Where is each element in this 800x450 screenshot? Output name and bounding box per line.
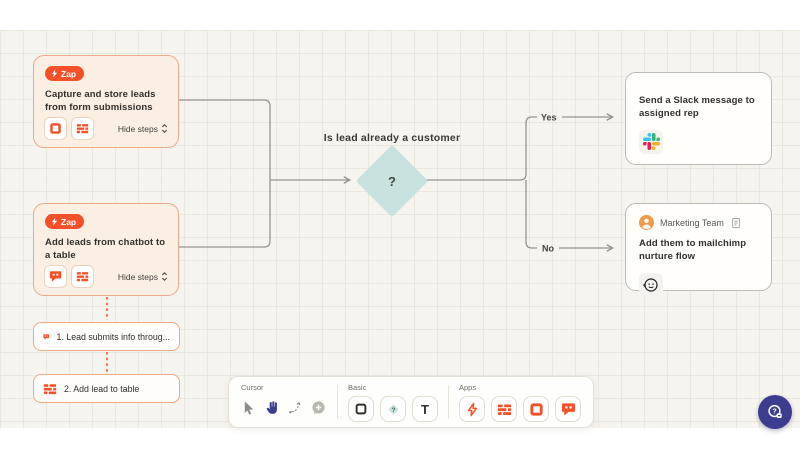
interfaces-icon[interactable]: [523, 396, 549, 422]
help-button-icon: ?: [768, 404, 782, 418]
tables-icon: [43, 383, 57, 394]
lightning-bolt-icon: [51, 69, 58, 78]
toolbar-group-apps: Apps: [459, 383, 581, 422]
card-title: Send a Slack message to assigned rep: [639, 95, 755, 120]
chevron-updown-icon: [161, 124, 168, 133]
zap-card-title: Add leads from chatbot to a table: [45, 237, 166, 261]
hide-steps-toggle[interactable]: Hide steps: [118, 123, 168, 134]
slack-icon: [639, 129, 663, 154]
mailchimp-action-card[interactable]: Marketing Team Add them to mailchimp nur…: [625, 203, 772, 297]
toolbar-divider: [337, 385, 338, 419]
tables-icon: [72, 118, 93, 139]
chevron-updown-icon: [161, 272, 168, 281]
interfaces-icon: [45, 118, 66, 139]
comment-plus-icon[interactable]: [310, 399, 327, 416]
person-avatar-icon: [639, 215, 654, 230]
select-cursor-icon[interactable]: [241, 399, 258, 416]
toolbar-group-label: Apps: [459, 383, 477, 392]
text-icon[interactable]: T: [412, 396, 438, 422]
decision-diamond-icon[interactable]: ?: [380, 396, 406, 422]
tables-icon: [72, 266, 93, 287]
lightning-bolt-icon: [51, 217, 58, 226]
toolbar-group-basic: Basic ? T: [348, 383, 438, 422]
zap-bolt-icon[interactable]: [459, 396, 485, 422]
step-label: 2. Add lead to table: [64, 383, 140, 394]
zap-badge: Zap: [45, 214, 85, 229]
connector-icon[interactable]: [287, 399, 304, 416]
chatbot-icon: [45, 266, 66, 287]
document-icon[interactable]: [730, 217, 742, 229]
mailchimp-icon: [639, 272, 663, 297]
canvas-toolbar: Cursor Basic: [228, 376, 594, 428]
svg-text:?: ?: [772, 407, 777, 416]
card-title: Add them to mailchimp nurture flow: [639, 238, 747, 263]
svg-text:?: ?: [391, 406, 395, 413]
zap-card-form-leads[interactable]: Zap Capture and store leads from form su…: [33, 55, 179, 148]
zap-step-2[interactable]: 2. Add lead to table: [33, 374, 180, 403]
owner-name: Marketing Team: [660, 217, 724, 228]
chatbot-icon: [43, 333, 50, 340]
toolbar-group-label: Basic: [348, 383, 367, 392]
toolbar-group-label: Cursor: [241, 383, 264, 392]
toolbar-group-cursor: Cursor: [241, 383, 327, 419]
tables-icon[interactable]: [491, 396, 517, 422]
help-button[interactable]: ?: [758, 395, 792, 429]
step-label: 1. Lead submits info throug...: [56, 331, 170, 342]
zap-card-chatbot-leads[interactable]: Zap Add leads from chatbot to a table Hi…: [33, 203, 179, 296]
hand-icon[interactable]: [264, 399, 281, 416]
zap-step-1[interactable]: 1. Lead submits info throug...: [33, 322, 180, 351]
zap-badge: Zap: [45, 66, 85, 81]
toolbar-divider: [448, 385, 449, 419]
zap-card-title: Capture and store leads from form submis…: [45, 89, 156, 113]
rectangle-icon[interactable]: [348, 396, 374, 422]
hide-steps-toggle[interactable]: Hide steps: [118, 271, 168, 282]
slack-action-card[interactable]: Send a Slack message to assigned rep: [625, 72, 772, 165]
decision-question: Is lead already a customer: [323, 132, 461, 144]
chatbot-icon[interactable]: [555, 396, 581, 422]
